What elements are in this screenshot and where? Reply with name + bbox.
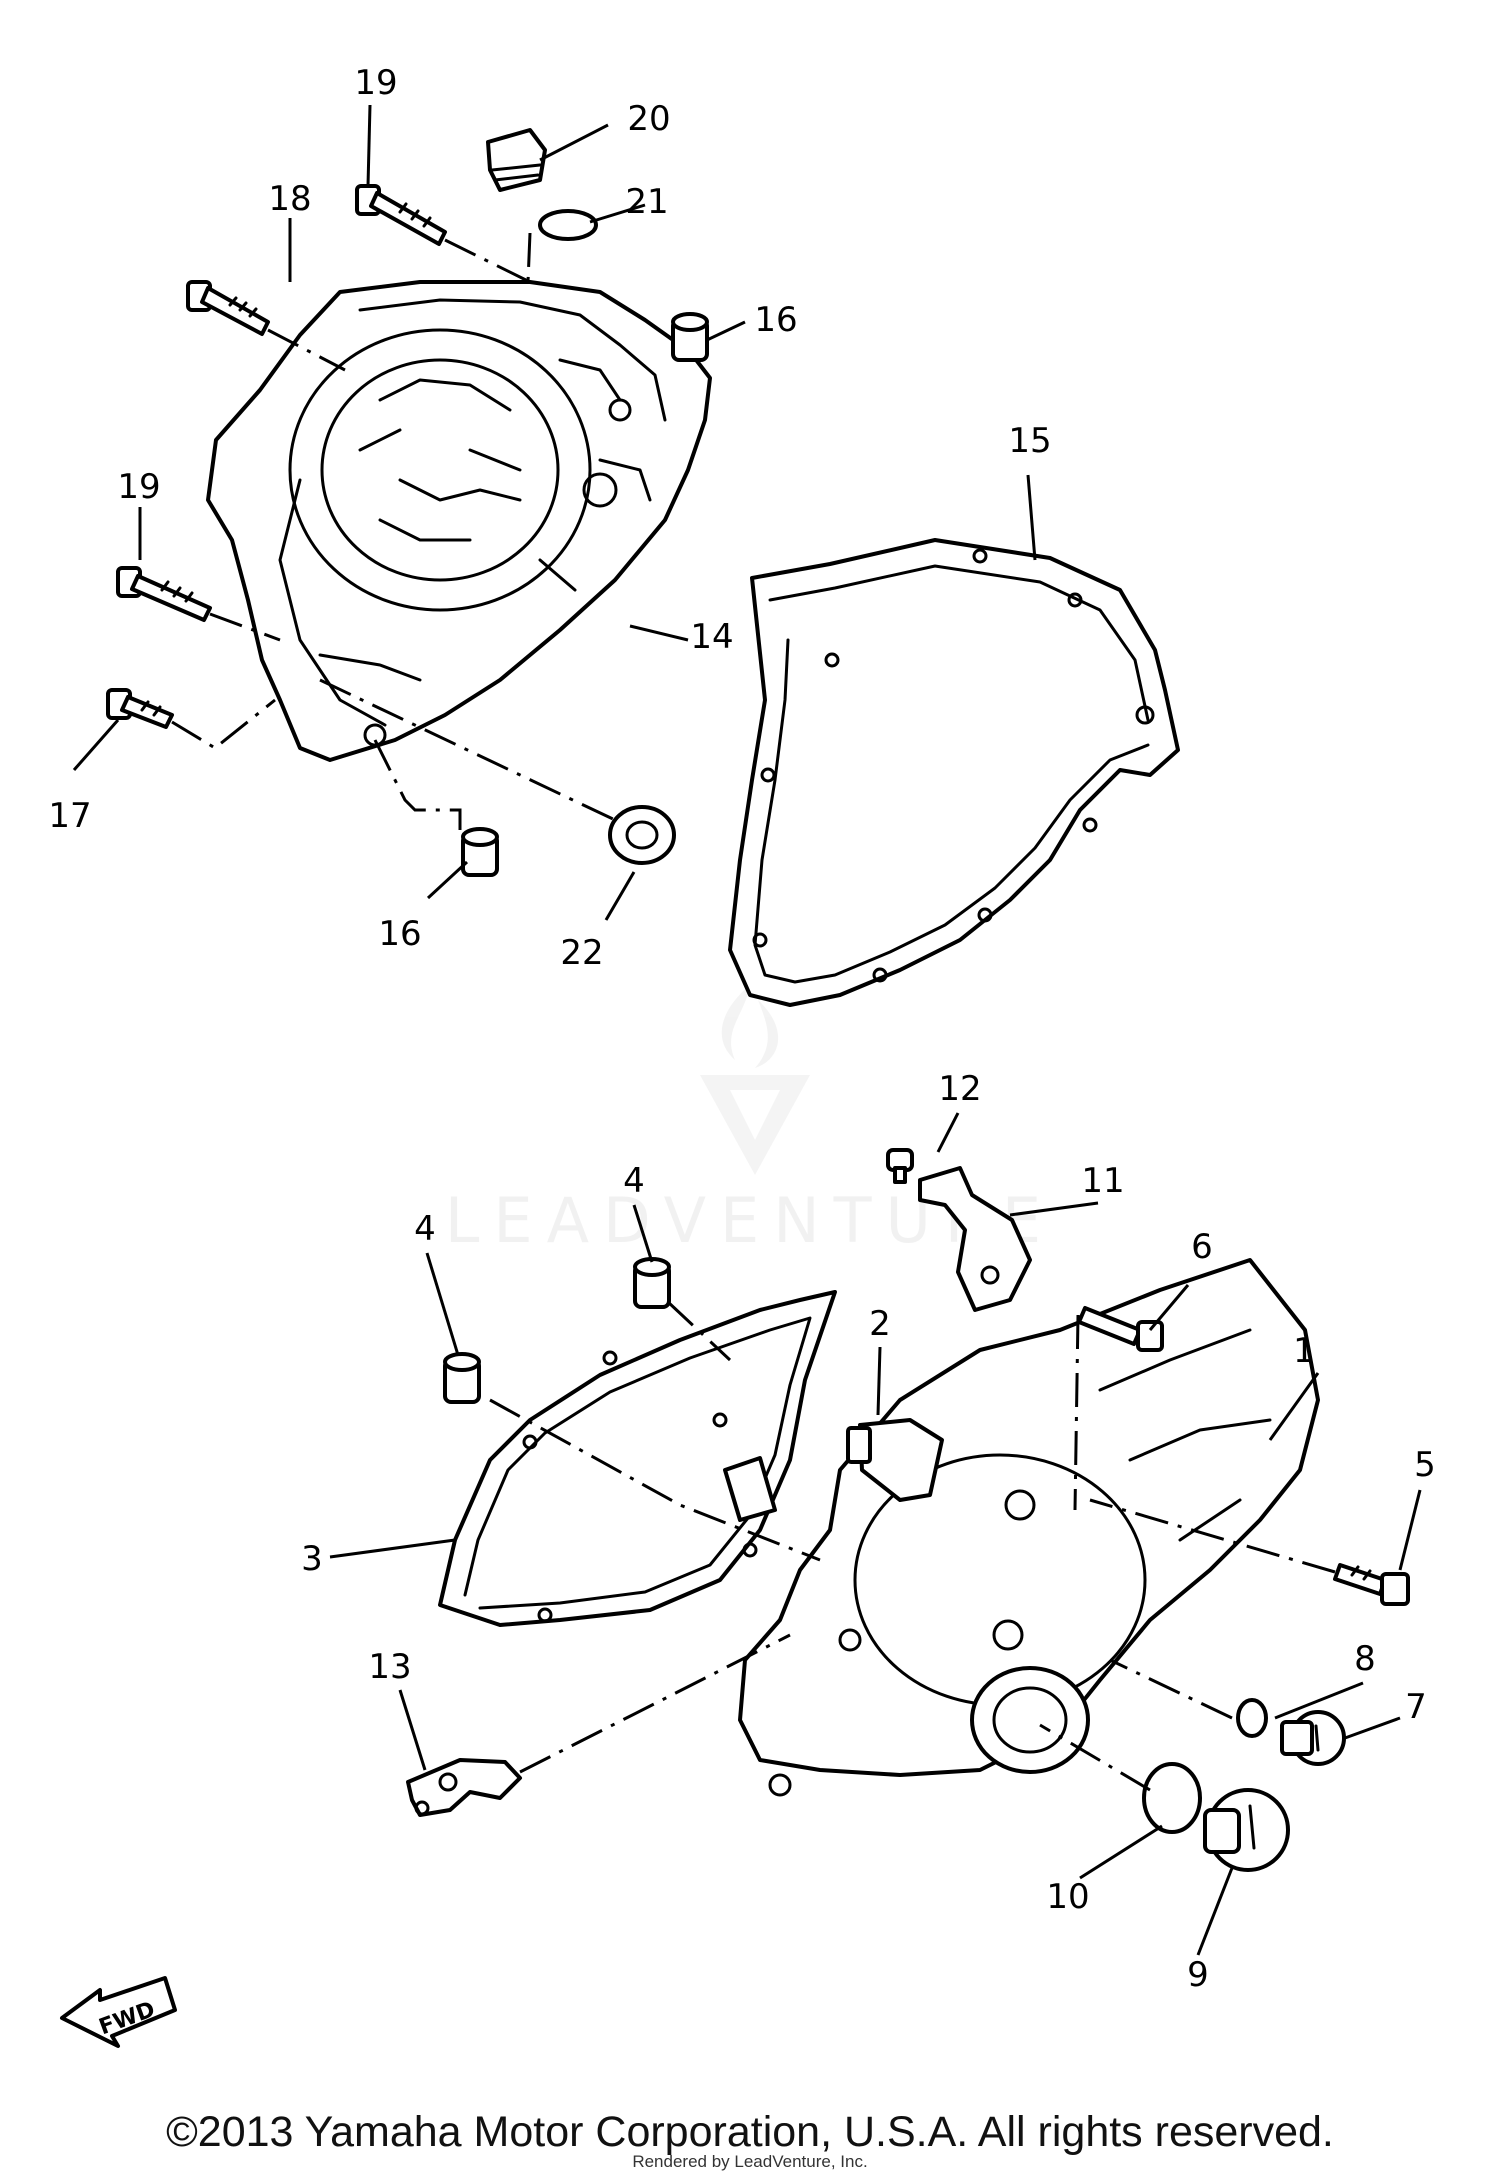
dowel-pin-16-bottom xyxy=(461,827,499,877)
callout-1: 1 xyxy=(1293,1331,1315,1371)
gasket-3 xyxy=(438,1290,837,1627)
callout-2: 2 xyxy=(869,1304,891,1344)
sensor-2 xyxy=(846,1418,944,1502)
plug-7 xyxy=(1280,1710,1346,1766)
crankcase-cover-14 xyxy=(206,280,712,762)
watermark-flame-icon xyxy=(721,985,779,1068)
bolt-18 xyxy=(186,280,270,336)
dowel-pin-4-left xyxy=(443,1352,481,1404)
watermark-v-icon xyxy=(700,1075,810,1175)
leader-lines xyxy=(72,104,1422,1956)
bolt-6 xyxy=(1077,1306,1164,1352)
callout-8: 8 xyxy=(1354,1639,1376,1679)
rendered-by-notice: Rendered by LeadVenture, Inc. xyxy=(632,2152,868,2171)
callout-4-left: 4 xyxy=(414,1209,436,1249)
fwd-direction-badge: FWD xyxy=(60,1976,177,2048)
callout-21: 21 xyxy=(625,182,668,222)
callout-15: 15 xyxy=(1008,421,1051,461)
bolt-19-top xyxy=(355,184,447,246)
bolt-5 xyxy=(1333,1563,1410,1606)
callout-19-left: 19 xyxy=(117,467,160,507)
callout-10: 10 xyxy=(1046,1877,1089,1917)
callout-17: 17 xyxy=(48,796,91,836)
screw-12 xyxy=(886,1148,914,1184)
callouts: 1 2 3 4 4 5 6 7 8 9 10 11 12 13 14 15 16… xyxy=(48,63,1435,1995)
oil-seal-22 xyxy=(608,805,676,865)
callout-22: 22 xyxy=(560,933,603,973)
callout-13: 13 xyxy=(368,1647,411,1687)
callout-19-top: 19 xyxy=(354,63,397,103)
o-ring-10 xyxy=(1142,1762,1202,1834)
bracket-13 xyxy=(406,1758,522,1817)
callout-3: 3 xyxy=(301,1539,323,1579)
gasket-15 xyxy=(728,538,1180,1007)
dowel-pin-16-top xyxy=(671,312,709,362)
o-ring-21 xyxy=(538,209,598,241)
callout-7: 7 xyxy=(1405,1687,1427,1727)
callout-5: 5 xyxy=(1414,1445,1436,1485)
oil-filler-plug-20 xyxy=(486,128,547,192)
callout-16-top: 16 xyxy=(754,300,797,340)
bolt-17 xyxy=(106,688,174,729)
callout-11: 11 xyxy=(1081,1161,1124,1201)
callout-12: 12 xyxy=(938,1069,981,1109)
callout-18: 18 xyxy=(268,179,311,219)
callout-9: 9 xyxy=(1187,1955,1209,1995)
callout-14: 14 xyxy=(690,617,733,657)
o-ring-8 xyxy=(1236,1698,1268,1738)
callout-16-bottom: 16 xyxy=(378,914,421,954)
callout-6: 6 xyxy=(1191,1227,1213,1267)
bolt-19-left xyxy=(116,566,212,622)
callout-4-right: 4 xyxy=(623,1161,645,1201)
crankcase-cover-1 xyxy=(738,1258,1320,1797)
bracket-11 xyxy=(918,1166,1032,1312)
alignment-lines xyxy=(171,232,1336,1792)
callout-20: 20 xyxy=(627,99,670,139)
plug-9 xyxy=(1203,1788,1290,1872)
dowel-pin-4-right xyxy=(633,1257,671,1309)
copyright-notice: ©2013 Yamaha Motor Corporation, U.S.A. A… xyxy=(166,2108,1334,2156)
